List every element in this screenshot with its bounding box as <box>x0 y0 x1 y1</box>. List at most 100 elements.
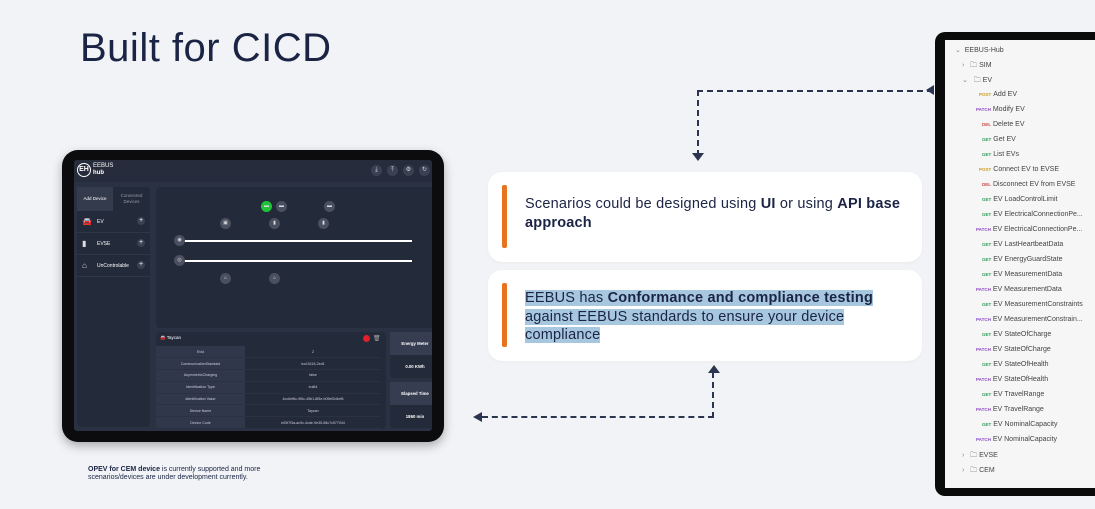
logo-text-hub: hub <box>93 170 104 176</box>
arrow-head-left <box>473 412 482 422</box>
tab-add-device[interactable]: Add Device <box>77 187 113 211</box>
ev-node[interactable]: ▬ <box>276 201 287 212</box>
delete-icon[interactable]: 🗑 <box>373 336 381 342</box>
sidebar-item-uncontrolable[interactable]: ⌂UnControlable+ <box>77 255 150 277</box>
house-node[interactable]: ⌂ <box>269 273 280 284</box>
accent-bar <box>502 185 507 248</box>
property-key: CommunicationStandard <box>156 357 245 371</box>
folder-ev[interactable]: ⌄ 🗀 EV <box>962 77 992 84</box>
ev-node-active[interactable]: ▬ <box>261 201 272 212</box>
compliance-text: EEBUS has Conformance and compliance tes… <box>525 290 874 343</box>
sidebar-item-ev[interactable]: 🚘EV+ <box>77 211 150 233</box>
meter-node[interactable]: ◎ <box>174 255 185 266</box>
bus-line <box>182 240 412 242</box>
scenario-text: Scenarios could be designed using UI or … <box>525 196 901 231</box>
device-sidebar: Add Device Connected Devices 🚘EV+ ▮EVSE+… <box>77 187 150 427</box>
folder-cem[interactable]: › 🗀 CEM <box>962 467 995 474</box>
property-key: Device Code <box>156 416 245 429</box>
disconnect-button[interactable] <box>363 335 370 342</box>
page-title: Built for CICD <box>80 26 332 70</box>
house-node[interactable]: ⌂ <box>220 273 231 284</box>
network-topology: ◉ ◎ ▣ ▮ ▮ ▬ ▬ ▬ ⌂ ⌂ <box>156 187 432 328</box>
folder-sim[interactable]: › 🗀 SIM <box>962 62 992 69</box>
caption: OPEV for CEM device is currently support… <box>88 466 261 481</box>
device-name-header: 🚘 Taycan <box>160 335 182 340</box>
property-value: eui64 <box>245 381 381 394</box>
add-evse-button[interactable]: + <box>137 239 145 247</box>
folder-evse[interactable]: › 🗀 EVSE <box>962 452 998 459</box>
logo-text: EEBUS <box>93 163 114 169</box>
settings-icon[interactable]: ⚙ <box>403 165 414 176</box>
property-key: AsymmetricCharging <box>156 369 245 382</box>
property-key: EvId <box>156 346 245 359</box>
property-value: 4cc6ef6c-9f5c-45b1-8f5e-b05ef2d4ef6 <box>245 393 381 406</box>
house-icon: ⌂ <box>82 261 87 270</box>
arrow-head-down <box>692 153 704 161</box>
sidebar-item-evse[interactable]: ▮EVSE+ <box>77 233 150 255</box>
tab-connected-devices[interactable]: Connected Devices <box>120 193 143 204</box>
arrow-head-up <box>708 365 720 373</box>
property-key: Identification Value <box>156 393 245 406</box>
add-uncontrolable-button[interactable]: + <box>137 261 145 269</box>
evse-node[interactable]: ▮ <box>269 218 280 229</box>
arrow-head-left <box>926 85 934 95</box>
collection-root[interactable]: ⌄ EEBUS-Hub <box>955 47 1004 54</box>
evse-node[interactable]: ▮ <box>318 218 329 229</box>
property-value: iso15118-2ed1 <box>245 357 381 371</box>
upload-icon[interactable]: ⤒ <box>387 165 398 176</box>
property-key: Device Name <box>156 404 245 418</box>
refresh-icon[interactable]: ↻ <box>419 165 430 176</box>
car-icon: 🚘 <box>82 217 92 226</box>
connector-arrow <box>697 90 933 156</box>
add-ev-button[interactable]: + <box>137 217 145 225</box>
cem-node[interactable]: ◉ <box>174 235 185 246</box>
accent-bar <box>502 283 507 347</box>
property-value: 2 <box>245 346 381 359</box>
charger-icon: ▮ <box>82 239 87 248</box>
download-icon[interactable]: ⤓ <box>371 165 382 176</box>
connector-arrow <box>482 372 714 418</box>
property-value: e05f7f3a-ac9c-4cde-9e35-58c7c577044 <box>245 416 381 429</box>
property-value: false <box>245 369 381 382</box>
ev-node[interactable]: ▬ <box>324 201 335 212</box>
device-node[interactable]: ▣ <box>220 218 231 229</box>
